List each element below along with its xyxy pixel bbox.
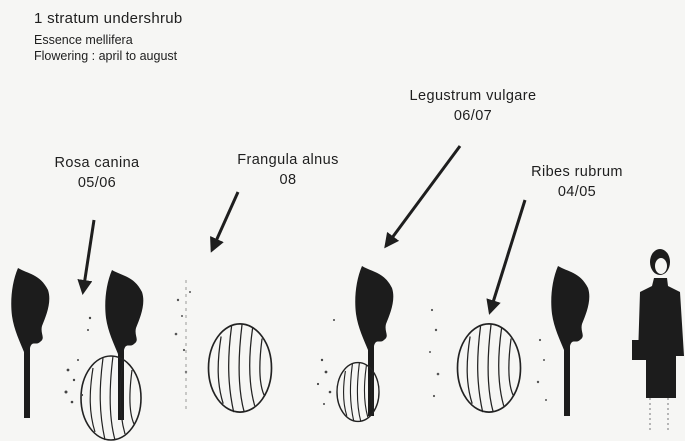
striped-bush <box>458 324 521 412</box>
speckled-shrub <box>537 339 547 401</box>
speckled-shrub <box>175 291 191 373</box>
speckled-shrub <box>317 319 335 405</box>
dark-shrub <box>355 266 393 416</box>
speckled-shrub <box>429 309 439 397</box>
striped-bush <box>209 324 272 412</box>
striped-bush <box>81 356 141 440</box>
arrow-ribes-rubrum <box>490 200 525 312</box>
person-figure <box>632 249 684 430</box>
dark-shrub <box>551 266 589 416</box>
arrow-frangula-alnus <box>212 192 238 250</box>
dark-shrub <box>105 270 143 420</box>
arrow-legustrum-vulgare <box>386 146 460 246</box>
arrow-rosa-canina <box>83 220 94 292</box>
speckled-shrub <box>65 317 92 404</box>
dark-shrub <box>11 268 49 418</box>
